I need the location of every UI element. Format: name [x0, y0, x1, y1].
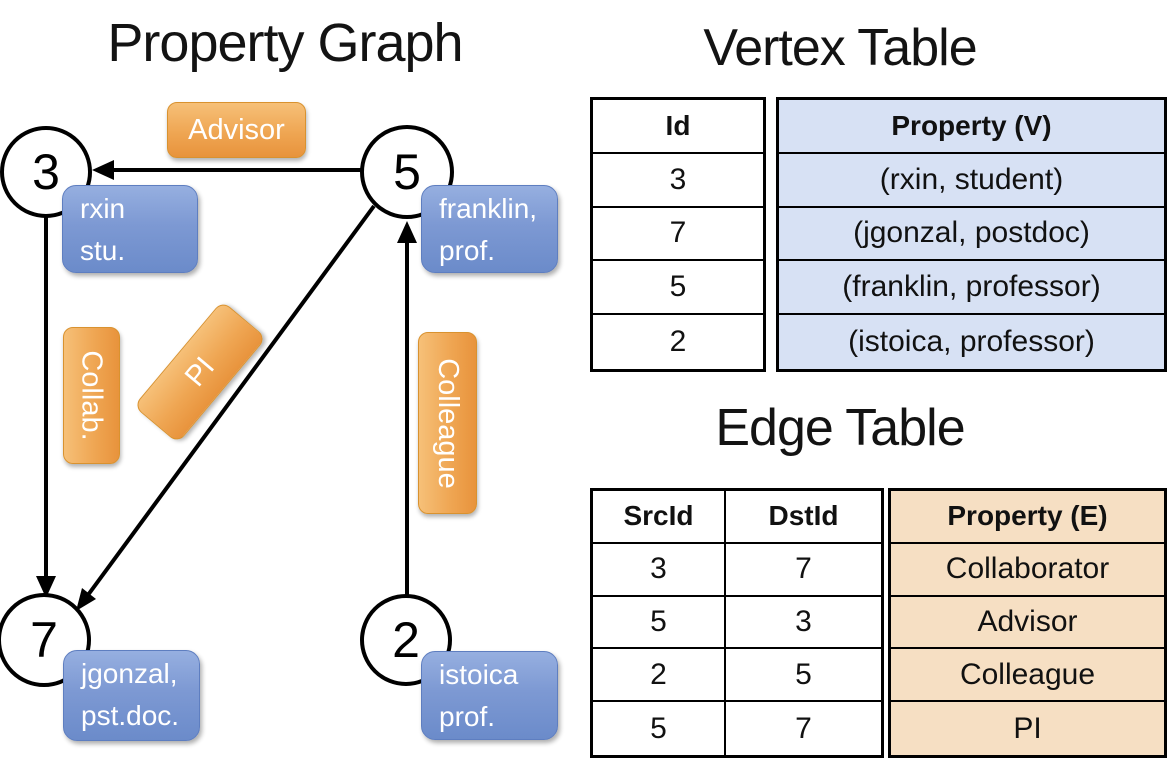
- node-id-5: 5: [393, 144, 421, 200]
- edge-table-src-cell: 5: [593, 596, 726, 650]
- edge-label-colleague-text: Colleague: [432, 357, 465, 489]
- vertex-table-id-cell: 7: [593, 208, 763, 262]
- vertex-table-property-cell: (franklin, professor): [779, 261, 1164, 316]
- edge-colleague-arrowhead: [397, 221, 417, 243]
- vertex-prop-2-line2: prof.: [439, 701, 496, 732]
- vertex-prop-7-line2: pst.doc.: [81, 700, 180, 731]
- vertex-table-id-cell: 2: [669, 325, 687, 359]
- edge-label-collab-text: Collab.: [76, 350, 108, 441]
- edge-table-property-cell: Colleague: [891, 649, 1164, 703]
- vertex-prop-5-line2: prof.: [439, 235, 496, 266]
- edge-collab-arrowhead: [36, 576, 56, 598]
- edge-label-pi-text: PI: [178, 350, 221, 393]
- vertex-table-id-cell: 3: [593, 154, 763, 208]
- edge-label-colleague: Colleague: [418, 332, 477, 514]
- edge-table-id-columns: SrcId DstId 3 7 5 3 2 5 5 7: [590, 488, 884, 758]
- edge-table-dst-cell: 7: [726, 544, 881, 597]
- node-id-3: 3: [32, 144, 60, 200]
- edge-table-srcid-header: SrcId: [593, 491, 726, 544]
- edge-table-property-column: Property (E) Collaborator Advisor Collea…: [888, 488, 1167, 758]
- edge-table-dst-cell: 3: [726, 597, 881, 650]
- vertex-prop-2-line1: istoica: [439, 659, 519, 690]
- vertex-prop-box-3: rxin stu.: [62, 185, 198, 273]
- edge-table-property-cell: Advisor: [891, 597, 1164, 650]
- vertex-prop-box-5: franklin, prof.: [421, 185, 558, 273]
- vertex-prop-3-line2: stu.: [80, 235, 126, 266]
- vertex-table-id-header: Id: [593, 100, 763, 154]
- edge-table-dst-cell: 5: [726, 649, 881, 703]
- edge-table-property-cell: Collaborator: [891, 544, 1164, 597]
- edge-label-advisor: Advisor: [167, 102, 306, 158]
- vertex-prop-box-7: jgonzal, pst.doc.: [63, 650, 200, 741]
- edge-table-property-cell: PI: [1013, 711, 1042, 745]
- vertex-table-property-cell: (istoica, professor): [848, 325, 1095, 359]
- vertex-table-title: Vertex Table: [703, 19, 977, 77]
- node-id-7: 7: [30, 612, 58, 668]
- vertex-prop-7-line1: jgonzal,: [81, 658, 178, 689]
- edge-table-dst-cell: 7: [795, 711, 812, 745]
- vertex-prop-5-line1: franklin,: [439, 193, 538, 224]
- node-id-2: 2: [392, 612, 420, 668]
- vertex-prop-box-2: istoica prof.: [421, 651, 558, 740]
- edge-label-advisor-text: Advisor: [188, 113, 285, 146]
- edge-table-src-cell: 5: [593, 702, 726, 755]
- edge-advisor-arrowhead: [92, 160, 114, 180]
- edge-label-collab: Collab.: [63, 327, 120, 464]
- edge-pi-arrowhead: [76, 588, 96, 611]
- edge-table-property-header: Property (E): [891, 491, 1164, 544]
- vertex-table-id-cell: 5: [593, 261, 763, 316]
- edge-table-src-cell: 3: [593, 543, 726, 597]
- property-graph-title: Property Graph: [107, 13, 463, 73]
- vertex-table-property-cell: (rxin, student): [779, 154, 1164, 208]
- vertex-prop-3-line1: rxin: [80, 193, 126, 224]
- vertex-table-property-header: Property (V): [779, 100, 1164, 154]
- edge-table-src-cell: 2: [593, 649, 726, 703]
- vertex-table-id-column: Id 3 7 5 2: [590, 97, 766, 372]
- edge-table-dstid-header: DstId: [726, 491, 881, 544]
- vertex-table-property-column: Property (V) (rxin, student) (jgonzal, p…: [776, 97, 1167, 372]
- edge-pi-line: [86, 204, 376, 597]
- edge-table-title: Edge Table: [715, 399, 965, 457]
- vertex-table-property-cell: (jgonzal, postdoc): [779, 208, 1164, 262]
